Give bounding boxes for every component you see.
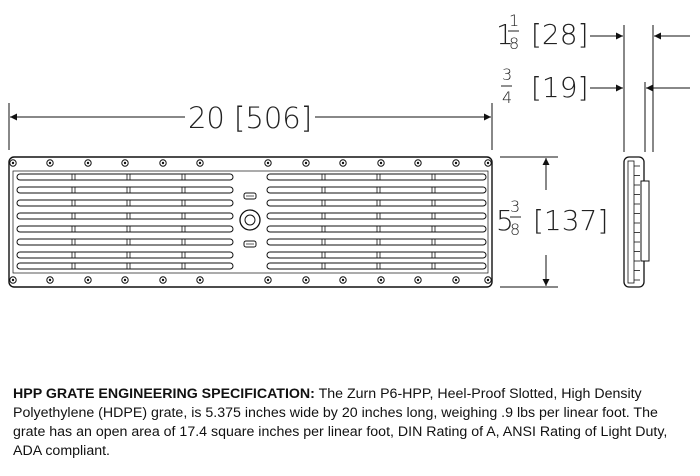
grate-slot [266,173,487,181]
grate-slot [266,262,487,270]
grate-slot [266,225,487,233]
grate-slot [16,212,234,220]
grate-plan-view [8,156,493,288]
spec-body: The Zurn P6-HPP, Heel-Proof Slotted, Hig… [13,386,668,459]
depth-whole: 1 [496,18,514,51]
grate-slot [16,238,234,246]
grate-slot [266,251,487,259]
spec-paragraph: HPP GRATE ENGINEERING SPECIFICATION: The… [13,385,693,461]
grate-drawing: 20 [506] 5 3 8 [137] [8,11,690,288]
depth-dimension: 1 1 8 [28] [496,11,690,152]
width-den: 8 [510,220,520,239]
grate-side-view [623,156,650,288]
grate-slot [266,238,487,246]
width-num: 3 [510,197,520,216]
width-whole: 5 [496,204,514,237]
profile-num: 3 [502,65,512,84]
grate-slot [16,225,234,233]
profile-den: 4 [502,88,512,107]
grate-slot [266,212,487,220]
grate-slot [266,199,487,207]
grate-slot [16,186,234,194]
depth-num: 1 [509,11,519,30]
length-label: 20 [506] [188,101,312,135]
grate-slot [16,251,234,259]
width-mm: [137] [533,204,608,237]
profile-mm: [19] [531,71,588,104]
grate-slot [16,262,234,270]
spec-title: HPP GRATE ENGINEERING SPECIFICATION: [13,386,315,402]
profile-dimension: 3 4 [19] [501,65,690,152]
grate-slot [16,173,234,181]
depth-den: 8 [509,34,519,53]
depth-mm: [28] [531,18,588,51]
grate-slot [266,186,487,194]
length-dimension: 20 [506] [8,101,493,150]
width-dimension: 5 3 8 [137] [496,156,608,288]
grate-slot [16,199,234,207]
